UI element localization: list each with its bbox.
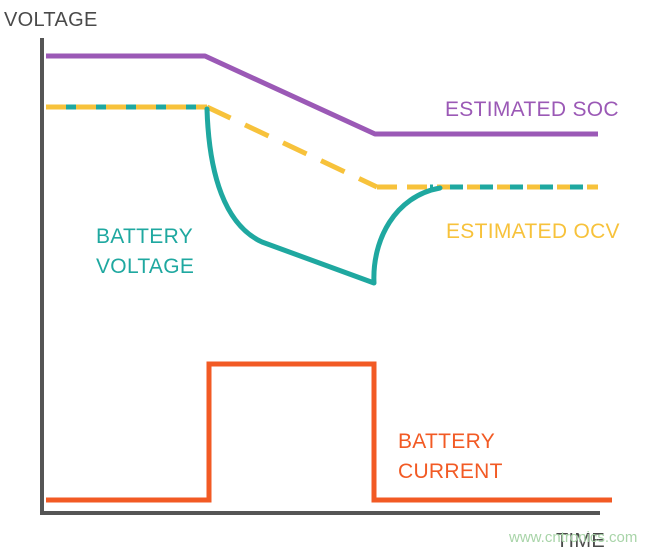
estimated-soc-label: ESTIMATED SOC bbox=[445, 98, 619, 121]
battery-voltage-label-line2: VOLTAGE bbox=[96, 255, 194, 278]
y-axis-label: VOLTAGE bbox=[4, 9, 98, 31]
estimated-ocv-line bbox=[46, 104, 598, 190]
estimated-soc-line bbox=[46, 53, 598, 137]
estimated-ocv-label: ESTIMATED OCV bbox=[446, 220, 620, 243]
battery-voltage-label-line1: BATTERY bbox=[96, 225, 193, 248]
battery-voltage-curve bbox=[204, 106, 443, 286]
battery-current-line bbox=[46, 361, 612, 503]
battery-current-label-line1: BATTERY bbox=[398, 430, 495, 453]
battery-current-label-line2: CURRENT bbox=[398, 460, 503, 483]
watermark: www.cntronics.com bbox=[508, 529, 637, 546]
x-axis-label: TIME bbox=[556, 530, 605, 552]
